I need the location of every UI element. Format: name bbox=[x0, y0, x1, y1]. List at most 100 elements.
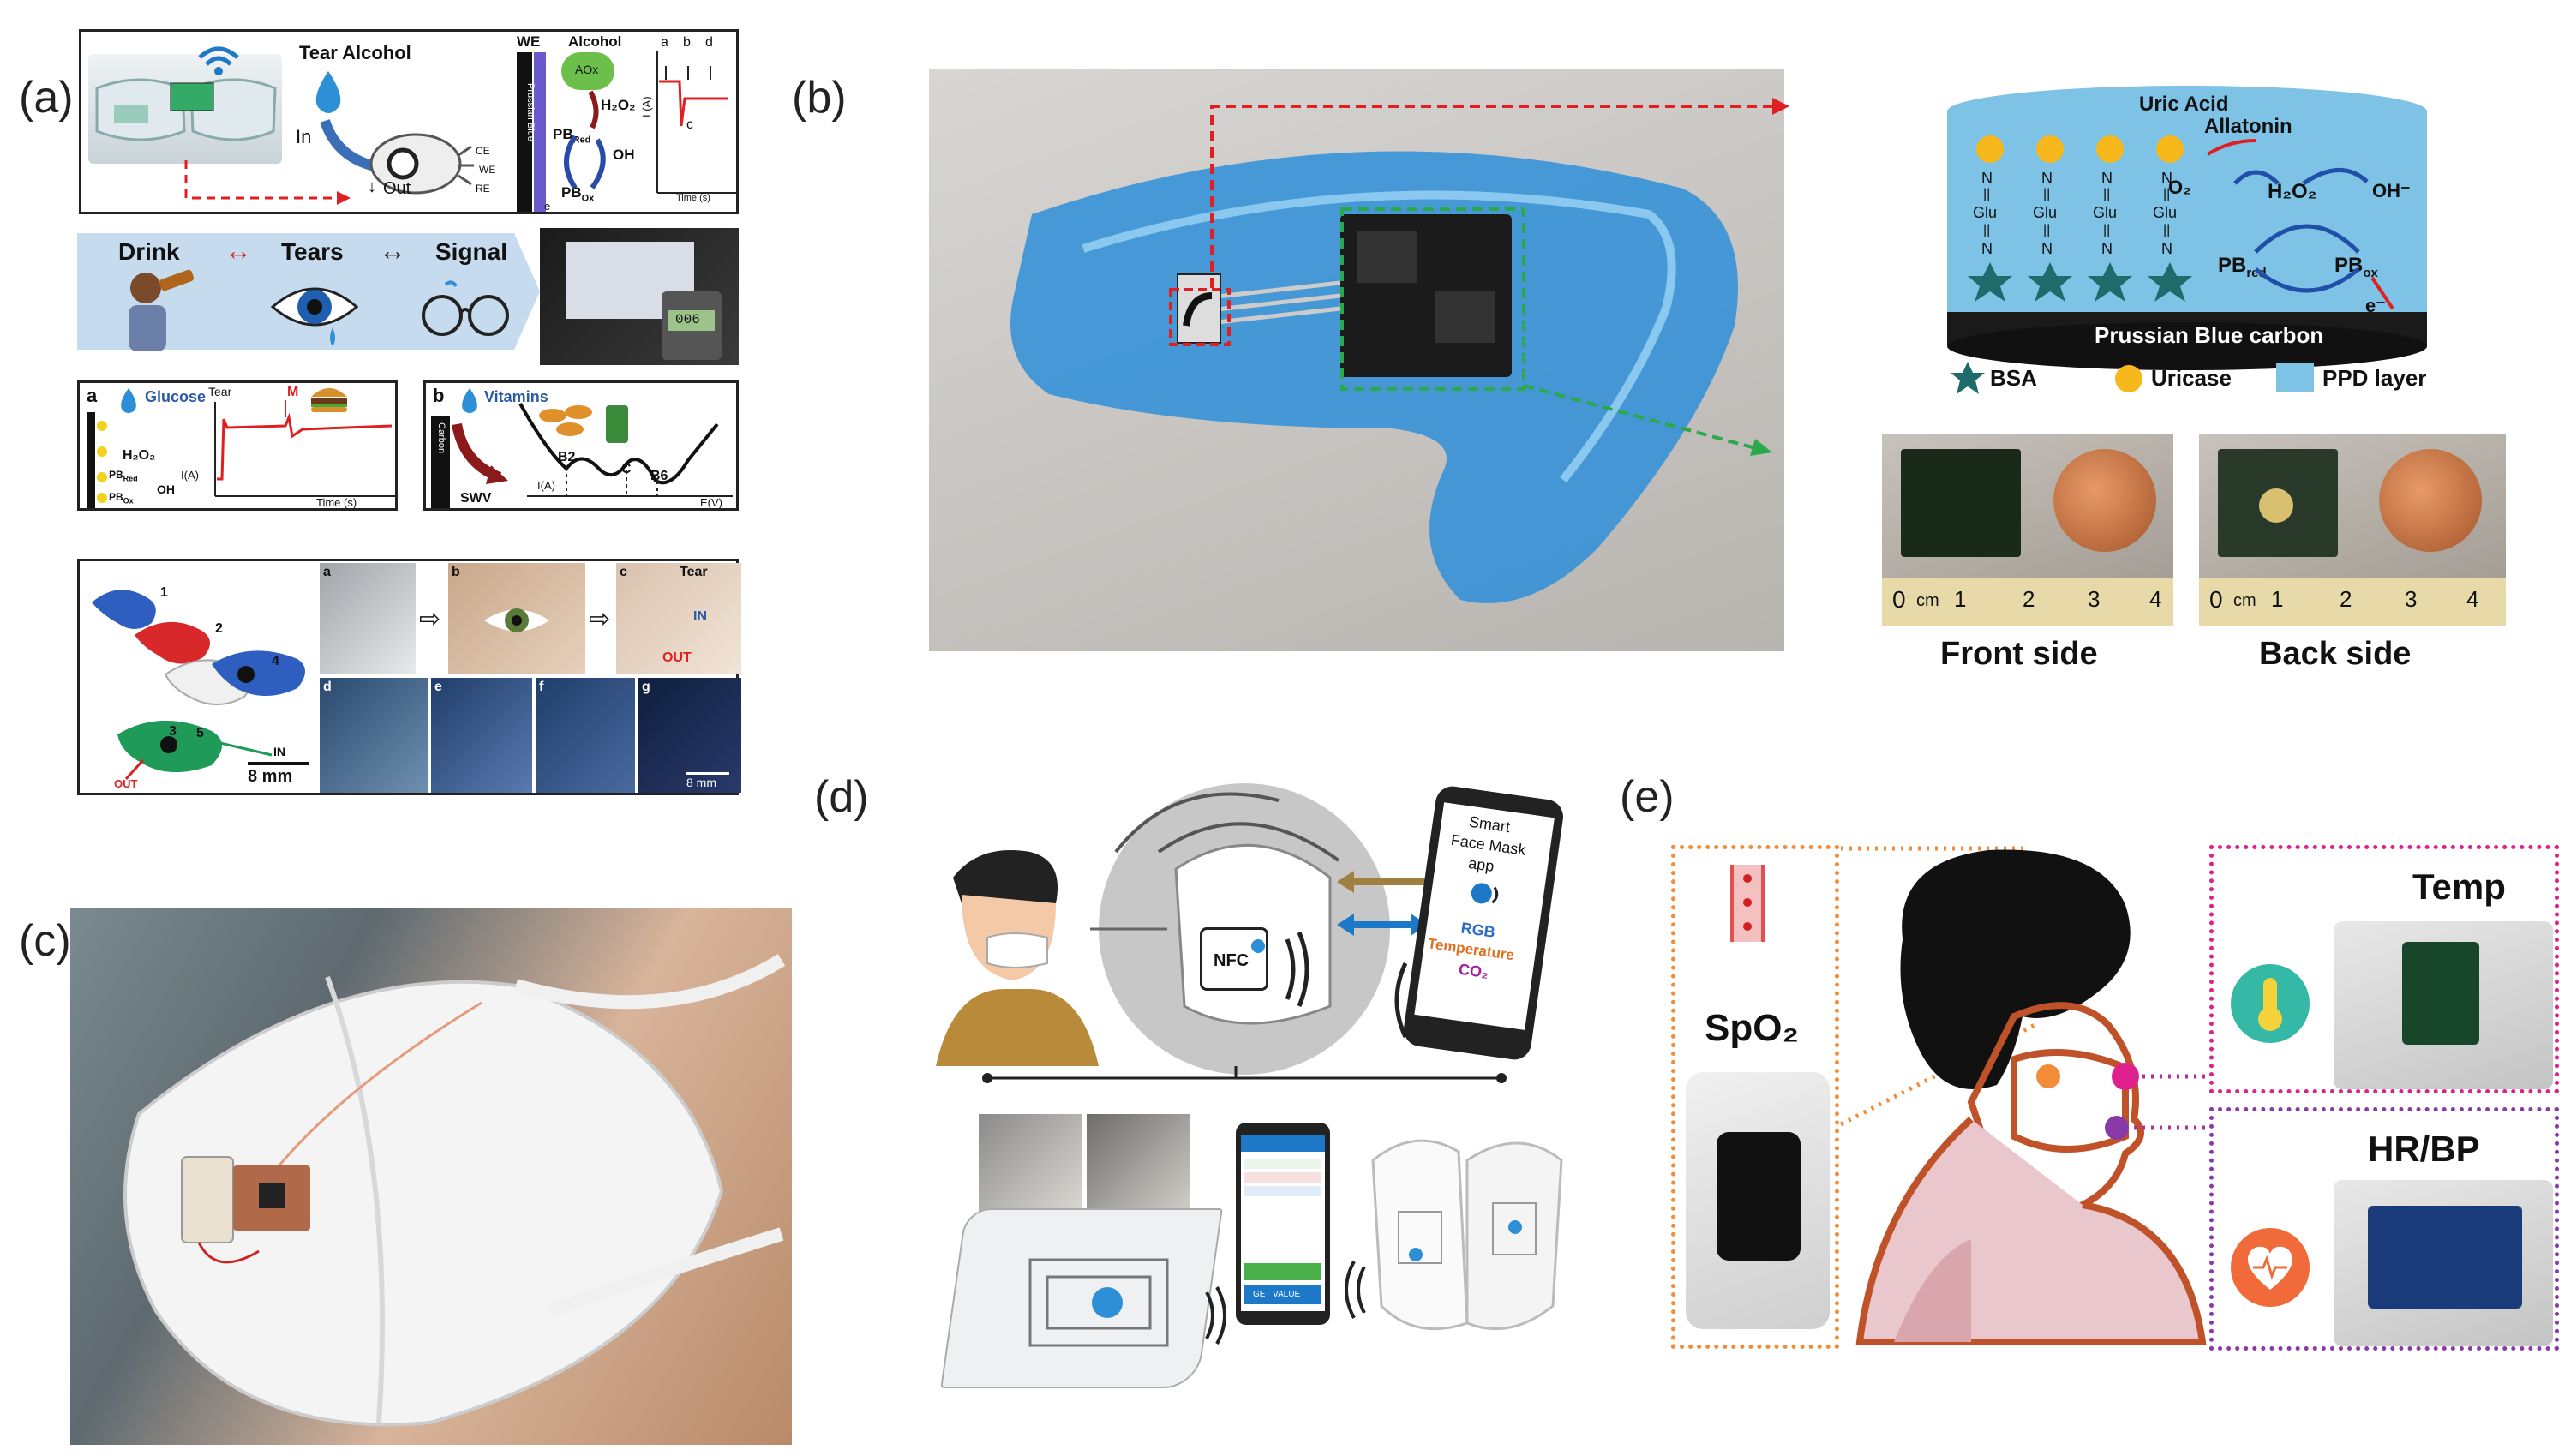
graph-mark-d: d bbox=[705, 35, 713, 50]
bsa-star bbox=[1968, 262, 2012, 302]
spo2-sensor-photo bbox=[1686, 1072, 1830, 1329]
tears-signal-arrow: ↔ bbox=[379, 235, 406, 266]
app-status-bar bbox=[1244, 1263, 1321, 1280]
current-graph-ylabel: I (A) bbox=[640, 96, 653, 117]
chain-n-bottom: N bbox=[1981, 240, 1993, 257]
o2-label: O₂ bbox=[2168, 177, 2191, 198]
mask-signal-waves-icon bbox=[1285, 932, 1309, 1007]
prussian-blue-label: Prussian Blue bbox=[525, 83, 536, 141]
temp-label: Temp bbox=[2412, 866, 2506, 907]
schematic-legend: BSA Uricase PPD layer bbox=[1949, 358, 2429, 401]
layer-number-4: 4 bbox=[272, 654, 279, 668]
allatonin-label: Allatonin bbox=[2204, 115, 2292, 138]
drink-tears-arrow: ↔ bbox=[225, 235, 252, 266]
photo-letter-c: c bbox=[620, 565, 627, 579]
legend-bsa: BSA bbox=[1990, 365, 2037, 391]
vitamins-xlabel: E(V) bbox=[700, 496, 722, 509]
hrbp-sensor-photo bbox=[2334, 1180, 2553, 1346]
photo-e bbox=[431, 678, 532, 793]
legend-ppd: PPD layer bbox=[2322, 365, 2427, 391]
device-out-label: OUT bbox=[114, 777, 138, 790]
molecule-column-4: N || Glu || N bbox=[2144, 132, 2196, 321]
prussian-blue-bar bbox=[534, 52, 546, 212]
thermometer-icon bbox=[2231, 964, 2310, 1043]
vitamin-c-label: C bbox=[621, 462, 632, 476]
layer-number-1: 1 bbox=[160, 585, 168, 600]
chain-bond-bottom: || bbox=[1983, 223, 1991, 237]
chain-bond-top: || bbox=[2163, 187, 2171, 201]
photo-in-label: IN bbox=[693, 609, 707, 624]
panel-c-face-mask-photo bbox=[70, 908, 792, 1445]
vitamins-ylabel: I(A) bbox=[537, 479, 555, 492]
ppd-legend-swatch bbox=[2276, 363, 2314, 392]
photo-letter-a: a bbox=[323, 565, 331, 579]
phone-screen: Smart Face Mask app RGB Temperature CO₂ bbox=[1414, 802, 1555, 1030]
mouthguard-photo bbox=[929, 69, 1789, 651]
uricase-dot bbox=[1976, 135, 2004, 163]
oh-label: OH bbox=[613, 147, 635, 163]
molecule-column-2: N || Glu || N bbox=[2024, 132, 2076, 321]
glucose-drop-icon bbox=[121, 388, 136, 413]
chain-glu: Glu bbox=[2033, 204, 2058, 221]
ruler-back-2: 2 bbox=[2340, 586, 2352, 612]
layer-number-5: 5 bbox=[196, 726, 204, 740]
mouthguard-drawing bbox=[1010, 98, 1789, 604]
vitamins-graph bbox=[518, 403, 733, 497]
phone-app-icon bbox=[1471, 883, 1499, 904]
vitamins-title: Vitamins bbox=[484, 388, 548, 405]
pcb-front-board bbox=[1901, 449, 2021, 557]
app-row-green bbox=[1244, 1159, 1321, 1169]
flow-tears: Tears bbox=[281, 238, 344, 265]
vitamin-b2-label: B2 bbox=[558, 450, 576, 464]
penny-back bbox=[2379, 449, 2482, 552]
ruler-back-cm: cm bbox=[2233, 591, 2256, 610]
alcohol-current-graph bbox=[656, 51, 736, 194]
arrow-to-mask-icon bbox=[1337, 871, 1428, 893]
panel-label-d: (d) bbox=[814, 772, 869, 822]
app-get-value-button[interactable]: GET VALUE bbox=[1244, 1285, 1321, 1304]
pbred-b-label: PBred bbox=[2218, 254, 2267, 280]
glucose-pbred: PBRed bbox=[109, 469, 138, 482]
heart-rate-icon bbox=[2231, 1228, 2310, 1307]
ruler-front-0: 0 bbox=[1892, 586, 1906, 613]
app-row-red bbox=[1244, 1172, 1321, 1183]
photo-tear-label: Tear bbox=[680, 565, 708, 579]
ruler-front-2: 2 bbox=[2023, 586, 2035, 612]
app-waves-icon bbox=[1345, 1261, 1366, 1319]
swv-label: SWV bbox=[460, 491, 492, 506]
device-scale-label: 8 mm bbox=[248, 767, 293, 786]
pbox-b-text: PB bbox=[2334, 254, 2364, 277]
photo-f bbox=[536, 678, 635, 793]
app-header bbox=[1241, 1135, 1325, 1152]
photo-letter-e: e bbox=[434, 680, 442, 694]
head-silhouette-illustration bbox=[1855, 849, 2207, 1345]
photo-arrow-1: ⇨ bbox=[419, 605, 441, 633]
chain-n-top: N bbox=[1981, 170, 1993, 187]
pbred-label: PBRed bbox=[553, 126, 590, 145]
blood-cells-icon bbox=[1743, 874, 1752, 931]
meter-display: 006 bbox=[668, 310, 715, 331]
circuit-photo-2 bbox=[1087, 1114, 1190, 1225]
ruler-back-4: 4 bbox=[2466, 586, 2479, 612]
glucose-box: a Glucose H₂O₂ PBRed PBOx OH Tear M I(A)… bbox=[77, 380, 398, 511]
schematic-cylinder bbox=[1947, 86, 2427, 370]
photo-letter-b: b bbox=[452, 565, 460, 579]
aox-label: AOx bbox=[575, 63, 599, 76]
phone-line-2: Face Mask bbox=[1449, 830, 1527, 859]
chain-n-bottom: N bbox=[2161, 240, 2172, 257]
uric-acid-label: Uric Acid bbox=[2139, 93, 2229, 116]
nfc-tag bbox=[1200, 927, 1268, 991]
layer-number-3: 3 bbox=[169, 724, 177, 739]
phone-rgb: RGB bbox=[1459, 919, 1496, 941]
graph-mark-a: a bbox=[661, 35, 668, 50]
photo-d bbox=[320, 678, 428, 793]
glucose-m-label: M bbox=[287, 385, 299, 399]
flow-signal: Signal bbox=[435, 238, 508, 265]
phone-line-3: app bbox=[1467, 854, 1495, 875]
pbox-b-sub: ox bbox=[2363, 265, 2378, 280]
glucose-pbred-text: PB bbox=[109, 469, 123, 481]
uricase-dot bbox=[2096, 135, 2124, 163]
chain-glu: Glu bbox=[2153, 204, 2178, 221]
chain-bond-top: || bbox=[2103, 187, 2111, 201]
vitamin-pills-icon bbox=[539, 405, 628, 443]
